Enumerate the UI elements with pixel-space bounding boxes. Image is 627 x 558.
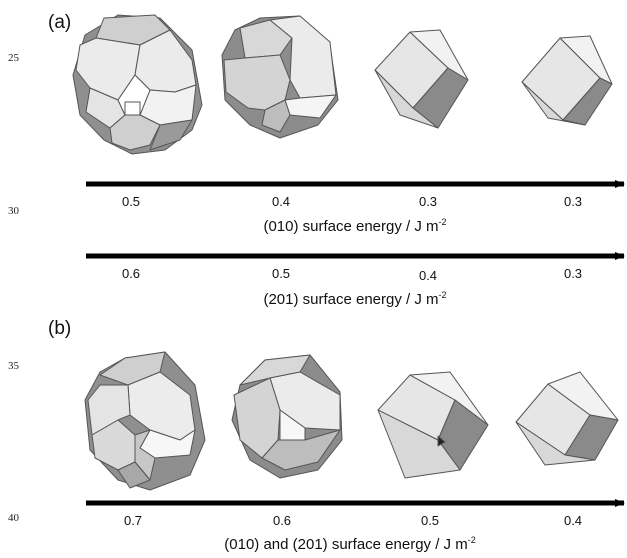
axis3-tick: 0.5 (420, 513, 440, 528)
crystal-b4 (515, 371, 619, 466)
crystal-a4 (521, 35, 613, 126)
crystal-b2 (231, 354, 343, 479)
line-number-25: 25 (8, 52, 19, 64)
crystal-b1 (84, 351, 206, 491)
axis1-title: (010) surface energy / J m-2 (263, 217, 447, 236)
axis2-tick: 0.3 (563, 266, 583, 281)
crystal-a1 (72, 14, 203, 155)
axis3-tick: 0.4 (563, 513, 583, 528)
axis1-tick: 0.3 (563, 194, 583, 209)
axis2-tick: 0.4 (418, 268, 438, 283)
panel-label-b: (b) (48, 318, 72, 339)
axis2-tick: 0.6 (121, 266, 141, 281)
axis3-title: (010) and (201) surface energy / J m-2 (224, 535, 476, 554)
axis2-title: (201) surface energy / J m-2 (263, 290, 447, 309)
axis3-tick: 0.7 (123, 513, 143, 528)
line-number-30: 30 (8, 205, 19, 217)
axis2-tick: 0.5 (271, 266, 291, 281)
crystal-a2 (221, 15, 339, 139)
axis1-tick: 0.4 (271, 194, 291, 209)
axis1-tick: 0.5 (121, 194, 141, 209)
crystal-b3 (377, 371, 489, 479)
axis3-tick: 0.6 (272, 513, 292, 528)
line-number-40: 40 (8, 512, 19, 524)
line-number-35: 35 (8, 360, 19, 372)
panel-label-a: (a) (48, 12, 72, 33)
crystal-a3 (374, 29, 469, 129)
axis1-tick: 0.3 (418, 194, 438, 209)
